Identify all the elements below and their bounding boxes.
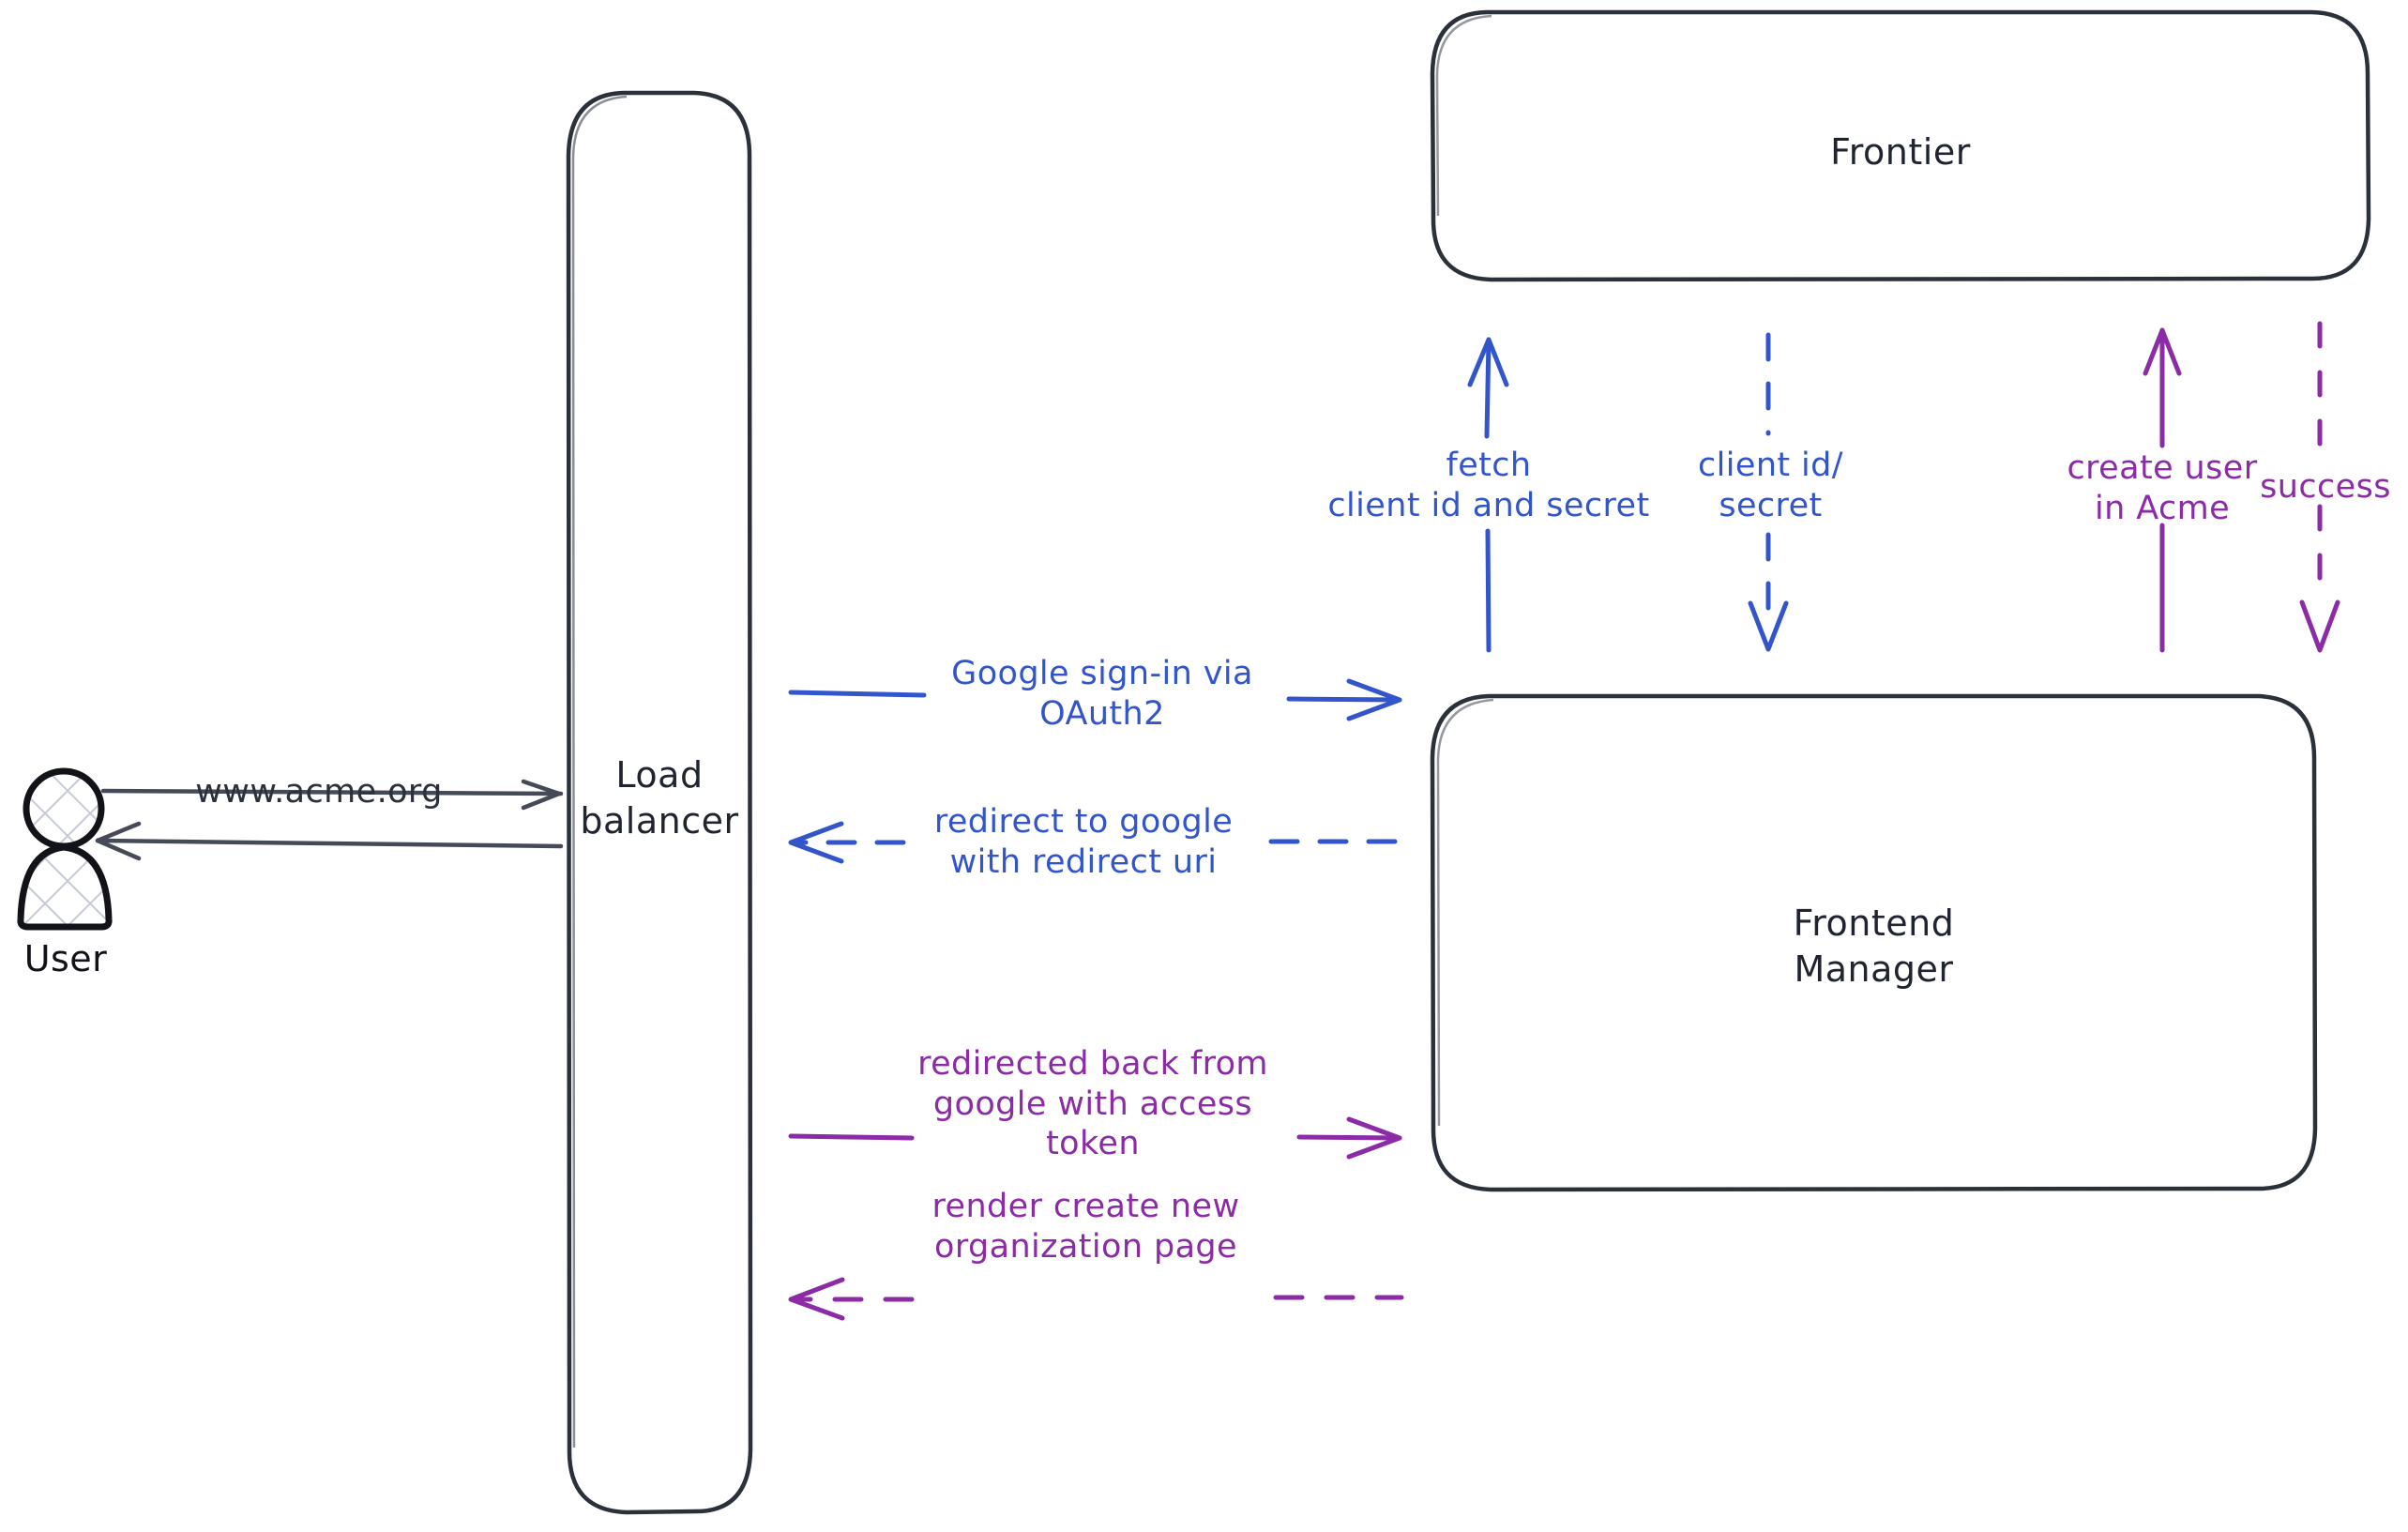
edge-lb-to-user	[95, 821, 564, 861]
edge-render-create-org	[788, 1277, 1404, 1321]
edge-user-to-lb	[100, 779, 564, 811]
edge-create-user	[2143, 327, 2182, 653]
node-frontend-manager[interactable]	[1430, 693, 2318, 1192]
edge-fetch-client-creds	[1467, 337, 1509, 653]
node-load-balancer[interactable]	[566, 90, 753, 1515]
actor-label-user: User	[23, 938, 108, 979]
edge-client-id-secret	[1748, 332, 1789, 652]
node-frontier[interactable]	[1430, 9, 2371, 282]
edge-redirect-to-google	[788, 821, 1404, 864]
edge-success	[2299, 321, 2340, 653]
edge-google-signin	[788, 678, 1402, 721]
actor-user-icon[interactable]	[17, 767, 113, 931]
edge-redirected-back	[788, 1116, 1402, 1160]
